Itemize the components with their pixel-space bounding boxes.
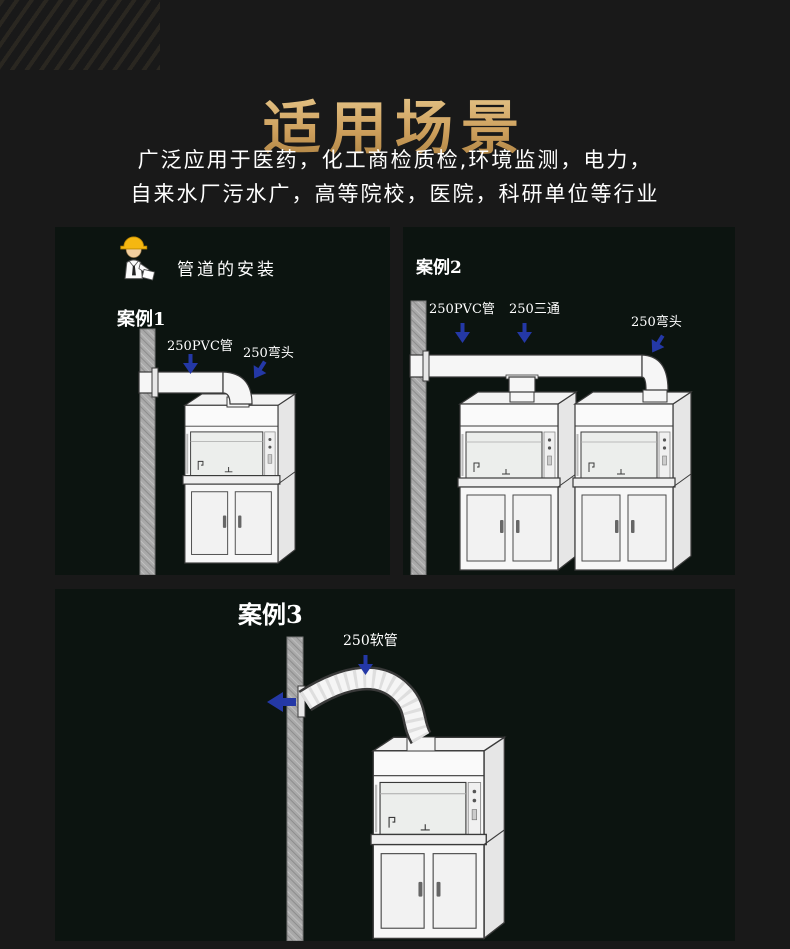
case2-title: 案例2 xyxy=(416,258,462,278)
subtitle-line-1: 广泛应用于医药，化工商检质检,环境监测，电力， xyxy=(137,148,653,172)
down-arrow-icon xyxy=(455,323,470,343)
case2-elbow-label: 250弯头 xyxy=(631,315,682,330)
case3-title: 案例3 xyxy=(238,600,303,629)
fume-hood xyxy=(369,736,506,940)
case1-elbow-label: 250弯头 xyxy=(243,346,294,361)
elbow-fitting xyxy=(222,371,253,405)
case2-pvc-pipe-label: 250PVC管 xyxy=(429,302,495,317)
pipe-installation-label: 管道的安装 xyxy=(177,260,277,280)
case1-panel: 管道的安装 案例1 250PVC管 250弯头 xyxy=(55,227,390,575)
case3-hose-label: 250软管 xyxy=(343,633,398,649)
case1-drawing xyxy=(138,328,297,575)
corner-stripe-decoration xyxy=(0,0,160,70)
down-arrow-icon xyxy=(358,655,373,675)
tee-fitting xyxy=(505,374,539,393)
flex-duct xyxy=(297,666,432,745)
case2-drawing xyxy=(409,300,692,575)
page-title: 适用场景 xyxy=(0,81,790,165)
wall xyxy=(286,636,304,941)
subtitle-line-2: 自来水厂污水广，高等院校，医院，科研单位等行业 xyxy=(130,182,660,206)
case2-tee-label: 250三通 xyxy=(509,302,560,317)
case3-panel: 案例3 250软管 xyxy=(55,589,735,941)
down-arrow-icon xyxy=(517,323,532,343)
down-arrow-icon xyxy=(183,354,198,374)
pvc-pipe xyxy=(138,367,224,398)
fume-hood xyxy=(182,392,297,564)
wall xyxy=(139,328,156,575)
case2-panel: 案例2 250PVC管 250三通 250弯头 xyxy=(403,227,735,575)
case3-drawing xyxy=(267,636,506,941)
wall xyxy=(410,300,427,575)
left-arrow-icon xyxy=(267,692,296,712)
case1-title: 案例1 xyxy=(117,309,166,330)
worker-icon xyxy=(120,236,156,281)
case1-pvc-pipe-label: 250PVC管 xyxy=(167,339,233,354)
fume-hood-left xyxy=(457,389,577,571)
fume-hood-right xyxy=(572,389,692,571)
elbow-fitting xyxy=(641,354,669,391)
